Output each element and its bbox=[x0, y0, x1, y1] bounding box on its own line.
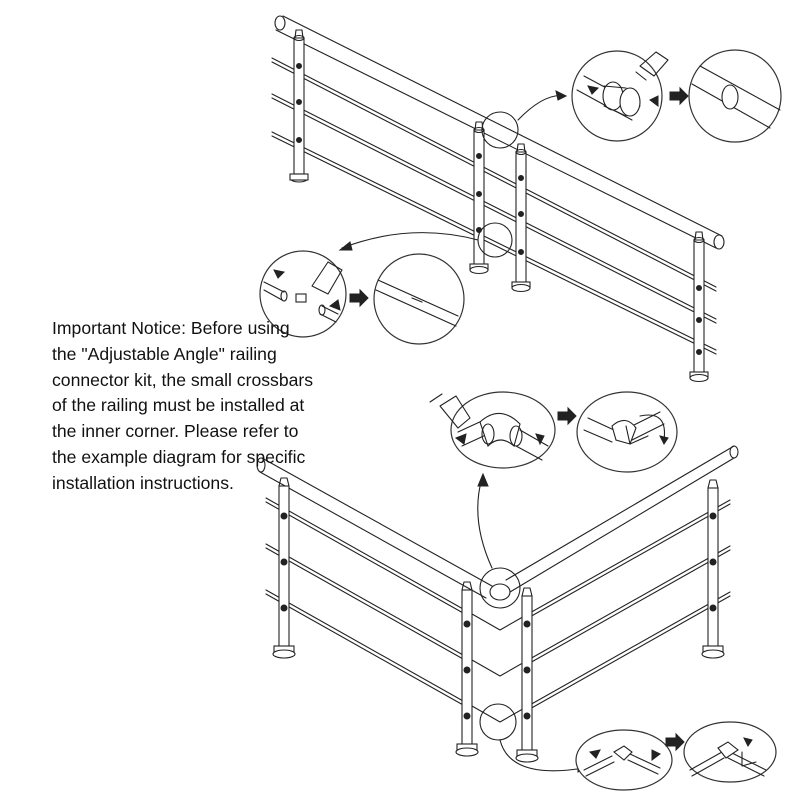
corner-railing-assembly bbox=[256, 445, 739, 773]
highlight-circle-corner-handrail bbox=[479, 567, 521, 609]
arrow-right-icon bbox=[349, 288, 369, 308]
arrow-right-icon bbox=[665, 732, 685, 752]
crossbar-set-top bbox=[271, 57, 717, 355]
corner-post-inner-left bbox=[455, 581, 479, 757]
corner-post-right-end bbox=[701, 479, 725, 659]
post-left bbox=[289, 29, 309, 183]
detail-crossbar-joint-step2 bbox=[373, 253, 465, 345]
highlight-circle-corner-crossbar bbox=[479, 703, 517, 741]
allen-key-icon bbox=[741, 751, 757, 767]
important-notice-text: Important Notice: Before using the "Adju… bbox=[52, 318, 314, 493]
detail-crossbar-joint-step1 bbox=[259, 250, 347, 338]
detail-corner-connector-step2 bbox=[576, 391, 678, 473]
allen-key-icon bbox=[625, 425, 649, 445]
corner-post-inner-right bbox=[515, 587, 539, 763]
detail-corner-connector-step1 bbox=[429, 391, 556, 469]
curved-arrow-icon bbox=[477, 477, 493, 569]
curved-arrow-icon bbox=[499, 739, 585, 772]
curved-arrow-icon bbox=[341, 232, 479, 249]
detail-corner-crossbar-step1 bbox=[575, 729, 673, 791]
detail-handrail-joint-step2 bbox=[688, 49, 782, 143]
arrow-right-icon bbox=[557, 406, 577, 426]
detail-corner-crossbar-step2 bbox=[683, 721, 777, 783]
detail-handrail-joint-step1 bbox=[571, 50, 669, 142]
straight-railing-assembly bbox=[271, 15, 725, 383]
post-right bbox=[689, 231, 709, 383]
post-middle-1 bbox=[469, 121, 489, 275]
arrow-right-icon bbox=[669, 86, 689, 106]
corner-post-left-end bbox=[272, 477, 296, 659]
post-middle-2 bbox=[511, 143, 531, 293]
highlight-circle-handrail-joint bbox=[481, 111, 519, 149]
